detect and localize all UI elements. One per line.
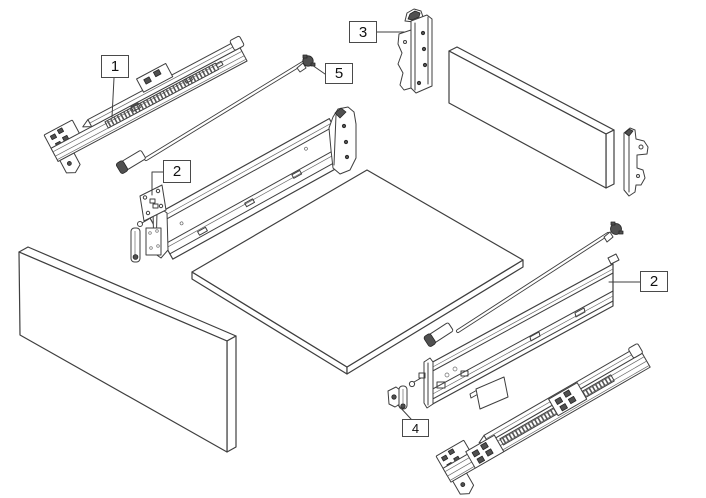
callout-2-left-label: 2 — [172, 163, 182, 180]
gallery-rod-right — [423, 221, 624, 347]
callout-2-right-label: 2 — [649, 273, 659, 290]
callout-1: 1 — [101, 55, 129, 78]
callout-4-label: 4 — [411, 420, 420, 436]
callout-1-label: 1 — [110, 58, 120, 75]
leader-lines — [111, 31, 641, 420]
cabinet-rail-left — [43, 35, 248, 174]
rear-bracket-left — [397, 8, 433, 94]
drawer-side-right — [423, 253, 620, 410]
front-panel — [18, 246, 237, 453]
drawer-side-left — [130, 106, 357, 263]
back-panel — [448, 46, 615, 189]
callout-5: 5 — [325, 63, 353, 84]
rear-bracket-right — [623, 127, 649, 197]
callout-3-label: 3 — [358, 23, 368, 41]
cabinet-rail-right — [435, 343, 651, 495]
bottom-panel — [191, 169, 524, 375]
callout-2-right: 2 — [640, 271, 668, 292]
callout-5-label: 5 — [334, 65, 344, 82]
callout-2-left: 2 — [163, 160, 191, 183]
gallery-rod-left — [116, 54, 316, 174]
callout-3: 3 — [349, 21, 377, 43]
callout-4: 4 — [402, 419, 429, 437]
front-bracket-right — [387, 372, 426, 410]
